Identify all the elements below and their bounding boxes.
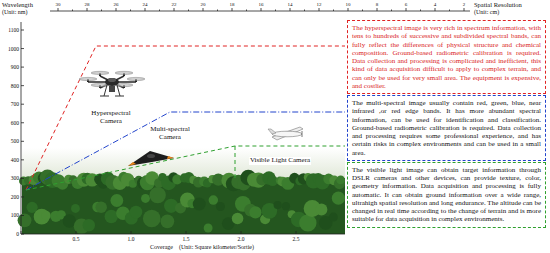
forest <box>18 170 345 234</box>
tick-label: 12 <box>317 2 322 8</box>
camera-label: Visible Light Camera <box>249 157 311 165</box>
tick-label: 10 <box>346 2 351 8</box>
tick-label: 1.5 <box>183 236 190 242</box>
tick-label: 22 <box>172 2 177 8</box>
tick-label: 18 <box>230 2 235 8</box>
visible-light-drone <box>268 127 303 140</box>
tick-label: 16 <box>259 2 264 8</box>
camera-label: Hyperspectral Camera <box>87 110 135 125</box>
multispectral-footprint <box>26 112 345 190</box>
tick-label: 2.0 <box>238 236 245 242</box>
tick-label: 2.5 <box>293 236 300 242</box>
description-text: The hyperspectral image is very rich in … <box>352 24 541 90</box>
tick-label: 600 <box>11 120 19 126</box>
tick-label: 6 <box>405 2 408 8</box>
tick-label: 28 <box>85 2 90 8</box>
tick-label: 300 <box>11 175 19 181</box>
tick-label: 500 <box>11 138 19 144</box>
hexacopter <box>79 71 145 96</box>
axis-unit: (Unit: Square kilometer/Sortie) <box>179 244 254 251</box>
tick-label: 900 <box>11 64 19 70</box>
description-text: The multi-spectral image usually contain… <box>352 99 541 157</box>
tick-label: 20 <box>201 2 206 8</box>
tick-label: 2 <box>463 2 466 8</box>
tick-label: 200 <box>11 194 19 200</box>
axis-unit: (Unit: nm) <box>2 9 28 16</box>
axis-unit: (Unit: cm) <box>474 9 499 16</box>
tick-label: 1000 <box>8 46 19 52</box>
tick-label: 24 <box>143 2 148 8</box>
text-box: The visible light image can obtain targe… <box>347 162 546 228</box>
visible-footprint <box>26 146 345 190</box>
tick-label: 30 <box>56 2 61 8</box>
tick-label: 100 <box>11 212 19 218</box>
tick-label: 1100 <box>8 27 19 33</box>
camera-label: Multi-spectral Camera <box>145 126 195 141</box>
axis-title: Spatial Resolution <box>474 1 522 8</box>
tick-label: 26 <box>114 2 119 8</box>
tick-label: 0.5 <box>73 236 80 242</box>
multispectral-drone <box>128 151 174 166</box>
tick-label: 1.0 <box>128 236 135 242</box>
hyperspectral-footprint <box>26 46 345 190</box>
visible-footprint <box>235 146 236 178</box>
tick-label: 700 <box>11 101 19 107</box>
description-text: The visible light image can obtain targe… <box>352 166 541 224</box>
tick-label: 400 <box>11 157 19 163</box>
tick-label: 4 <box>434 2 437 8</box>
text-box: The hyperspectral image is very rich in … <box>347 20 546 94</box>
tick-label: 800 <box>11 83 19 89</box>
text-box: The multi-spectral image usually contain… <box>347 95 546 161</box>
axis-title: Coverage <box>150 244 173 251</box>
tick-label: 8 <box>376 2 379 8</box>
tick-label: 0 <box>16 231 19 237</box>
tick-label: 14 <box>288 2 293 8</box>
axis-title: Wavelength <box>2 1 33 8</box>
